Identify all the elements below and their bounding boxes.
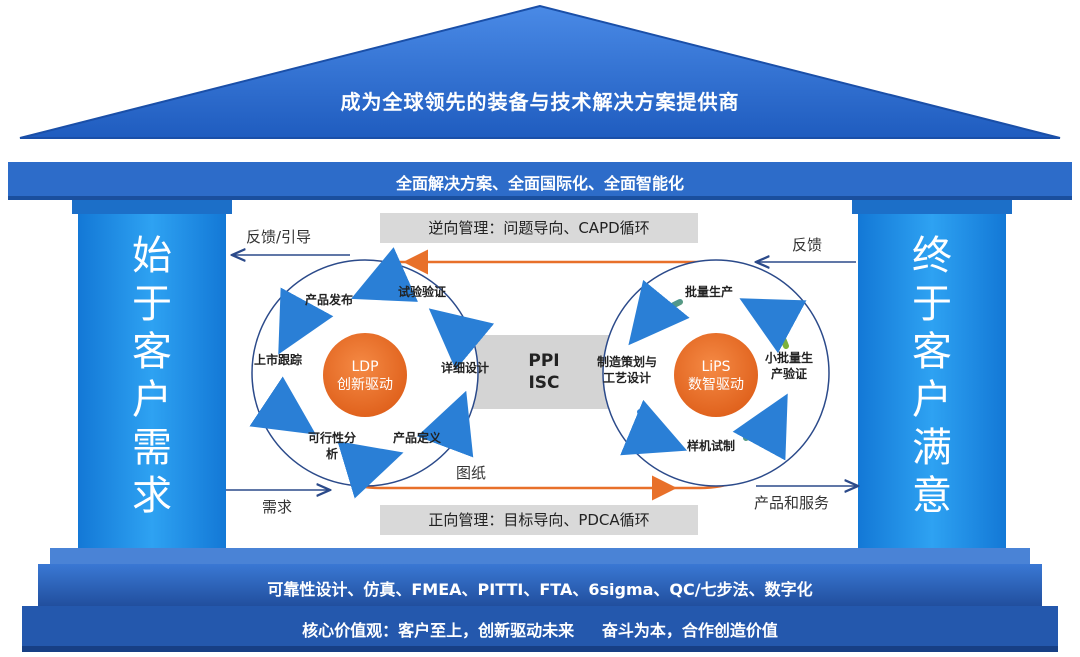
node-mass-production: 批量生产 [684,285,733,299]
node-planning: 制造策划与工艺设计 [596,355,657,385]
strategy-text: 全面解决方案、全面国际化、全面智能化 [395,174,684,193]
node-small-batch: 小批量生产验证 [764,351,813,381]
strategy-beam [8,162,1072,196]
ldp-core [323,333,407,417]
right-pillar [858,200,1006,550]
node-product-definition: 产品定义 [392,431,441,445]
values-base [22,606,1058,648]
right-pillar-text: 终 于 客 户 满 意 [912,233,952,519]
left-pillar [78,200,226,550]
node-market-tracking: 上市跟踪 [254,353,303,367]
methods-text: 可靠性设计、仿真、FMEA、PITTI、FTA、6sigma、QC/七步法、数字… [267,580,813,599]
values-text: 核心价值观：客户至上，创新驱动未来 奋斗为本，合作创造价值 [302,621,778,640]
node-prototype: 样机试制 [686,439,735,453]
node-product-release: 产品发布 [304,293,353,307]
feedback-label: 反馈 [792,236,823,254]
feedback-guide-label: 反馈/引导 [246,228,312,246]
drawings-label: 图纸 [456,464,487,482]
ldp-core-text: LDP 创新驱动 [337,359,393,393]
node-detailed-design: 详细设计 [440,361,489,375]
node-feasibility: 可行性分析 [307,431,356,461]
node-test-verify: 试验验证 [397,285,446,299]
lips-core-text: LiPS 数智驱动 [688,359,744,393]
left-pillar-text: 始 于 客 户 需 求 [132,233,172,519]
base-step-top [50,548,1030,564]
reverse-management-box: 逆向管理：问题导向、CAPD循环 [380,213,698,243]
methods-base [38,564,1042,606]
roof [19,4,1061,139]
mission-text: 成为全球领先的装备与技术解决方案提供商 [340,90,740,114]
forward-management-box: 正向管理：目标导向、PDCA循环 [380,505,698,535]
products-services-label: 产品和服务 [754,494,830,512]
demand-label: 需求 [262,498,293,516]
ppi-isc-text: PPI ISC [528,351,560,393]
